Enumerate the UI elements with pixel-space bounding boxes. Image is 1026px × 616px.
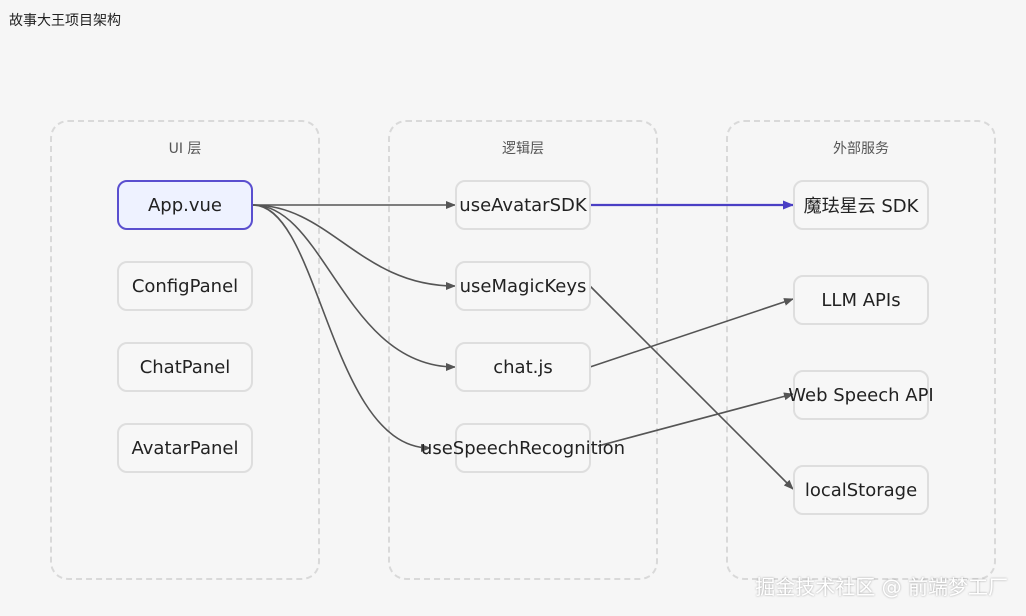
- group-label-logic: 逻辑层: [502, 141, 544, 157]
- watermark: 掘金技术社区 @ 前端梦工厂: [755, 575, 1008, 599]
- node-use-avatar-sdk: useAvatarSDK: [455, 180, 591, 230]
- node-config-panel: ConfigPanel: [117, 261, 253, 311]
- group-label-ui: UI 层: [168, 141, 202, 157]
- edge-usemagickeys-to-localstorage: [589, 285, 794, 490]
- edge-app-to-usespeechrecognition: [252, 204, 431, 452]
- node-local-storage: localStorage: [793, 465, 929, 515]
- diagram-title: 故事大王项目架构: [9, 13, 121, 29]
- group-ui-layer: [50, 120, 320, 580]
- node-avatar-panel: AvatarPanel: [117, 423, 253, 473]
- node-llm-apis: LLM APIs: [793, 275, 929, 325]
- group-external-services: [726, 120, 996, 580]
- edge-app-to-chatjs: [252, 204, 456, 371]
- node-mofa-sdk: 魔珐星云 SDK: [793, 180, 929, 230]
- group-label-external: 外部服务: [833, 141, 889, 157]
- edge-chatjs-to-llm-apis: [589, 298, 794, 368]
- edge-app-to-usemagickeys: [252, 204, 456, 290]
- node-use-magic-keys: useMagicKeys: [455, 261, 591, 311]
- node-chat-js: chat.js: [455, 342, 591, 392]
- edge-usespeechrecognition-to-web-speech-api: [597, 392, 794, 447]
- node-app-vue: App.vue: [117, 180, 253, 230]
- node-chat-panel: ChatPanel: [117, 342, 253, 392]
- node-use-speech-recognition: useSpeechRecognition: [421, 423, 625, 473]
- node-web-speech-api: Web Speech API: [788, 370, 934, 420]
- group-logic-layer: [388, 120, 658, 580]
